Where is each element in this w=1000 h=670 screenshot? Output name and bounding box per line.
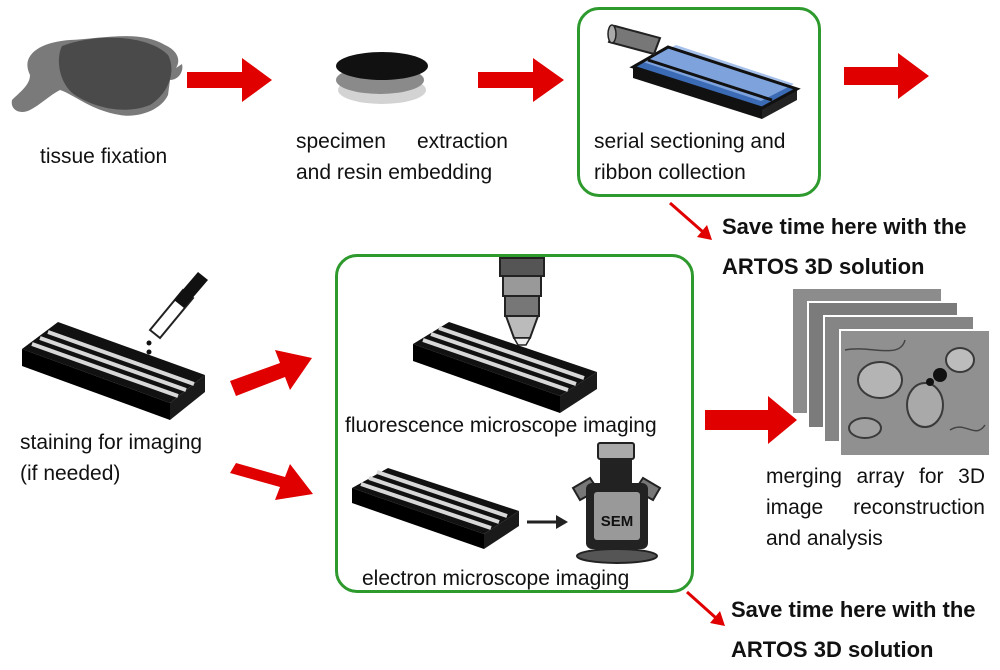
arrow-right-icon	[705, 396, 797, 444]
arrow-right-icon	[230, 463, 313, 500]
callout-line: ARTOS 3D solution	[731, 637, 934, 662]
callout-text-bottom: Save time here with the ARTOS 3D solutio…	[731, 590, 976, 670]
highlight-box-sectioning	[577, 7, 821, 197]
step-label-line: and analysis	[766, 527, 883, 550]
callout-arrow-icon	[669, 201, 704, 234]
ribbon-slide-icon	[607, 24, 801, 119]
em-image-stack-icon	[791, 287, 991, 457]
callout-arrows	[669, 201, 725, 626]
step-label-line: ribbon collection	[594, 161, 746, 184]
step-label-line: serial sectioning and	[594, 130, 786, 153]
flow-arrows	[187, 53, 929, 500]
callout-arrow-icon	[685, 590, 718, 620]
callout-line: Save time here with the	[731, 597, 976, 622]
step-label-electron-imaging: electron microscope imaging	[362, 567, 630, 590]
arrow-right-icon	[478, 58, 564, 102]
resin-block-icon	[336, 52, 428, 104]
microscope-objective-icon	[499, 257, 545, 346]
step-label-serial-sectioning: serial sectioning and ribbon collection	[594, 126, 785, 188]
step-label-fluorescence-imaging: fluorescence microscope imaging	[345, 414, 657, 437]
arrow-right-icon	[187, 58, 272, 102]
step-label-line: merging array for 3D	[766, 465, 985, 488]
arrow-right-icon	[230, 350, 312, 396]
step-label-line: staining for imaging	[20, 431, 203, 454]
callout-line: Save time here with the	[722, 214, 967, 239]
step-label-line: specimen extraction	[296, 130, 508, 153]
transfer-arrow-icon	[527, 515, 568, 529]
callout-line: ARTOS 3D solution	[722, 254, 925, 279]
highlight-box-imaging	[335, 254, 694, 593]
step-label-specimen-extraction: specimen extraction and resin embedding	[296, 126, 508, 188]
brain-icon	[11, 36, 183, 116]
step-label-line: (if needed)	[20, 462, 121, 485]
arrow-right-icon	[844, 53, 929, 99]
staining-slide-icon	[22, 272, 208, 420]
electron-slide-icon	[352, 468, 519, 549]
step-label-line: image reconstruction	[766, 496, 985, 519]
step-label-tissue-fixation: tissue fixation	[40, 145, 168, 168]
sem-machine-icon: SEM	[571, 442, 662, 564]
fluorescence-slide-icon	[413, 322, 597, 413]
callout-text-top: Save time here with the ARTOS 3D solutio…	[722, 207, 967, 287]
sem-label: SEM	[601, 513, 634, 530]
step-label-line: and resin embedding	[296, 161, 493, 184]
step-label-merging-array: merging array for 3D image reconstructio…	[766, 461, 985, 554]
step-label-staining: staining for imaging (if needed)	[20, 427, 202, 489]
